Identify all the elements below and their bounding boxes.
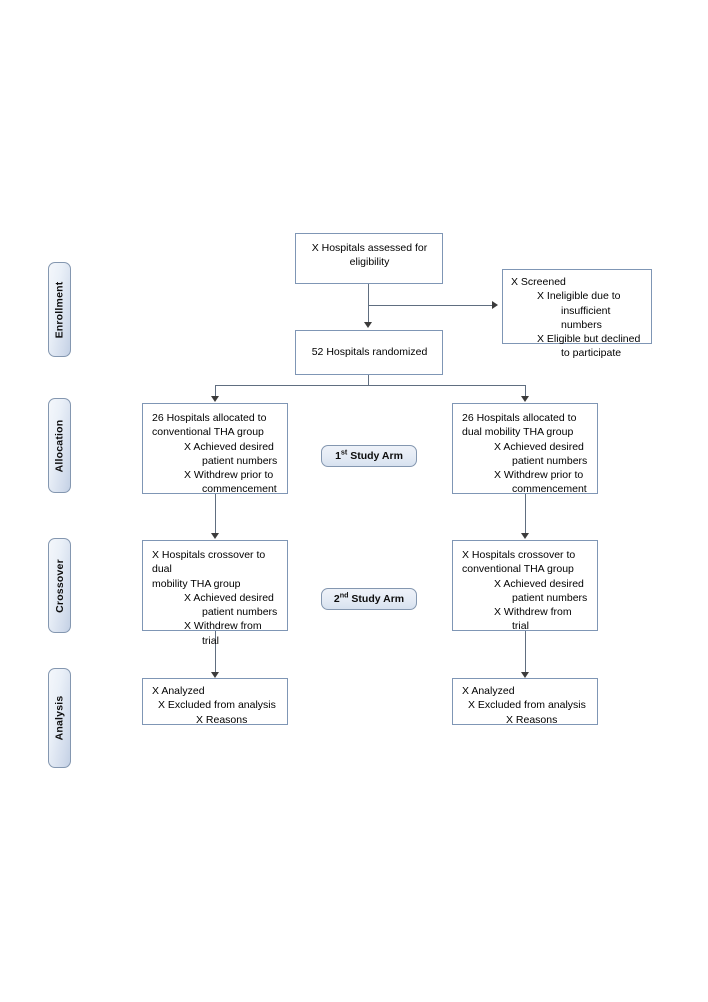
phase-tab-analysis: Analysis <box>48 668 71 768</box>
node-line: X Reasons <box>196 713 248 726</box>
node-line: eligibility <box>349 256 390 269</box>
node-line: patient numbers <box>512 454 588 467</box>
node-line: 26 Hospitals allocated to <box>462 412 577 424</box>
second-study-arm-text: 2nd Study Arm <box>333 590 405 605</box>
arrowhead-crossover-right-in <box>521 533 529 539</box>
arrowhead-screened-in <box>492 301 498 309</box>
phase-label-allocation: Allocation <box>53 419 66 472</box>
connector-crossover-left-to-analysis <box>215 631 216 675</box>
node-line: X Hospitals crossover to dual <box>152 549 269 576</box>
connector-randomized-stem <box>368 375 369 386</box>
second-study-arm-ordinal: nd <box>339 590 349 600</box>
node-line: X Withdrew prior to <box>184 469 274 482</box>
node-analysis-left: X Analyzed X Excluded from analysis X Re… <box>142 678 288 726</box>
second-study-arm-number: 2 <box>333 593 340 605</box>
node-line: X Withdrew prior to <box>494 469 584 482</box>
node-line: X Hospitals crossover to <box>462 549 576 561</box>
node-line: trial <box>202 634 219 647</box>
node-line: X Withdrew from <box>494 606 572 619</box>
node-line: dual mobility THA group <box>462 426 574 439</box>
node-line: commencement <box>512 483 587 496</box>
connector-allocation-split-bar <box>215 385 526 386</box>
node-randomized: 52 Hospitals randomized <box>295 330 443 375</box>
first-study-arm-caption: Study Arm <box>350 450 403 462</box>
node-assessed-for-eligibility: X Hospitals assessed for eligibility <box>295 233 443 284</box>
node-line: commencement <box>202 483 277 496</box>
node-line: patient numbers <box>202 454 278 467</box>
node-crossover-to-dual-mobility: X Hospitals crossover to dual mobility T… <box>142 540 288 647</box>
node-allocation-dual-mobility: 26 Hospitals allocated to dual mobility … <box>452 403 598 496</box>
node-line: X Reasons <box>506 713 558 726</box>
connector-split-right-drop <box>525 385 526 399</box>
arrowhead-crossover-left-in <box>211 533 219 539</box>
node-line: 52 Hospitals randomized <box>311 346 428 358</box>
node-line: X Analyzed <box>152 685 205 697</box>
node-line: X Achieved desired <box>494 577 584 590</box>
node-allocation-conventional: 26 Hospitals allocated to conventional T… <box>142 403 288 496</box>
node-line: to participate <box>561 347 622 360</box>
first-study-arm-ordinal: st <box>340 447 348 457</box>
node-line: conventional THA group <box>462 563 574 576</box>
node-line: patient numbers <box>202 606 278 619</box>
phase-label-analysis: Analysis <box>53 695 66 741</box>
node-line: conventional THA group <box>152 426 264 439</box>
connector-split-left-drop <box>215 385 216 399</box>
node-crossover-to-conventional: X Hospitals crossover to conventional TH… <box>452 540 598 633</box>
first-study-arm-text: 1st Study Arm <box>335 447 403 462</box>
node-screened: X Screened X Ineligible due to insuffici… <box>502 269 652 359</box>
arrowhead-analysis-left-in <box>211 672 219 678</box>
arrowhead-randomized-in <box>364 322 372 328</box>
node-line: X Achieved desired <box>184 440 274 453</box>
second-study-arm-caption: Study Arm <box>351 593 405 605</box>
connector-crossover-right-to-analysis <box>525 631 526 675</box>
node-line: X Analyzed <box>462 685 515 697</box>
arrowhead-alloc-left-in <box>211 396 219 402</box>
node-line: X Withdrew from <box>184 620 262 633</box>
node-line: X Excluded from analysis <box>158 699 276 712</box>
node-line: patient numbers <box>512 591 588 604</box>
first-study-arm-number: 1 <box>335 450 341 462</box>
label-second-study-arm: 2nd Study Arm <box>321 588 417 610</box>
node-line: X Ineligible due to <box>537 290 621 303</box>
node-line: trial <box>512 620 529 633</box>
connector-alloc-right-to-crossover <box>525 494 526 536</box>
node-line: X Screened <box>511 276 566 288</box>
arrowhead-analysis-right-in <box>521 672 529 678</box>
phase-tab-enrollment: Enrollment <box>48 262 71 357</box>
arrowhead-alloc-right-in <box>521 396 529 402</box>
node-line: X Hospitals assessed for <box>311 242 428 254</box>
node-line: X Excluded from analysis <box>468 699 586 712</box>
label-first-study-arm: 1st Study Arm <box>321 445 417 467</box>
phase-label-enrollment: Enrollment <box>53 281 66 338</box>
phase-tab-crossover: Crossover <box>48 538 71 633</box>
phase-tab-allocation: Allocation <box>48 398 71 493</box>
node-line: mobility THA group <box>152 577 241 590</box>
connector-assessed-to-screened <box>368 305 494 306</box>
connector-alloc-left-to-crossover <box>215 494 216 536</box>
node-line: 26 Hospitals allocated to <box>152 412 267 424</box>
node-line: X Eligible but declined <box>537 333 641 346</box>
node-line: insufficient numbers <box>561 304 614 331</box>
node-line: X Achieved desired <box>184 591 274 604</box>
node-analysis-right: X Analyzed X Excluded from analysis X Re… <box>452 678 598 726</box>
phase-label-crossover: Crossover <box>53 558 66 613</box>
node-line: X Achieved desired <box>494 440 584 453</box>
